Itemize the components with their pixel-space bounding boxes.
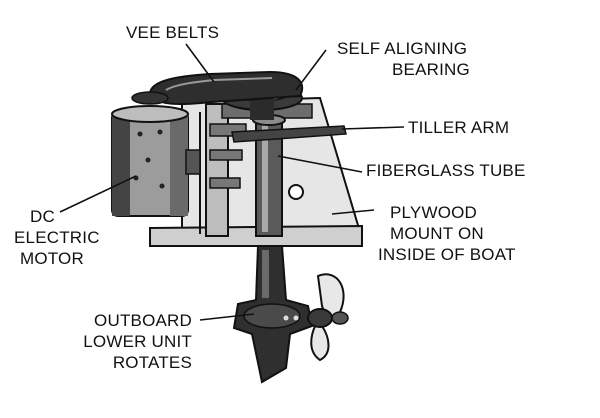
- label-outboard-lower-unit: OUTBOARD LOWER UNIT ROTATES: [83, 311, 192, 372]
- outboard-lower-unit: [232, 245, 314, 384]
- leader-plywood-mount: [331, 209, 375, 215]
- label-plywood-mount: PLYWOOD MOUNT ON INSIDE OF BOAT: [378, 203, 516, 264]
- label-vee-belts: VEE BELTS: [126, 23, 220, 42]
- dc-motor: [111, 91, 201, 217]
- leader-self-aligning-bearing: [295, 49, 327, 91]
- leader-dc-motor: [59, 175, 137, 213]
- label-tiller-arm: TILLER ARM: [408, 118, 510, 137]
- leader-vee-belts: [185, 43, 215, 83]
- label-dc-electric-motor: DC ELECTRIC MOTOR: [14, 207, 100, 268]
- leader-tiller-arm: [341, 126, 405, 130]
- leader-outboard-lower-unit: [199, 313, 255, 321]
- vee-belts: [148, 70, 304, 106]
- label-fiberglass-tube: FIBERGLASS TUBE: [366, 161, 526, 180]
- propeller: [307, 273, 349, 362]
- label-self-aligning-bearing: SELF ALIGNING BEARING: [337, 39, 470, 79]
- leader-fiberglass-tube: [277, 155, 363, 173]
- leader-lines: [59, 43, 405, 321]
- tiller-arm: [231, 125, 347, 143]
